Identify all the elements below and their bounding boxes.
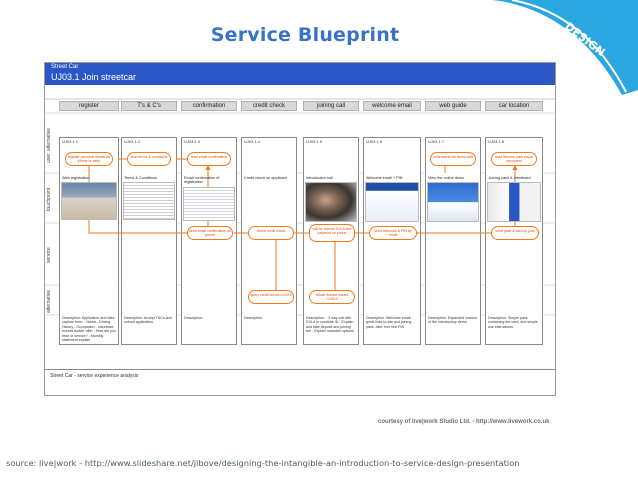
- pill-query-credit: query credit issues UJ03.5: [248, 290, 294, 304]
- touchpoint-label: Welcome email + PIN: [366, 176, 403, 180]
- pill-welcome-email: send welcome & PIN by email: [369, 226, 417, 240]
- touchpoint-label: Joining pack & streetcard: [488, 176, 531, 180]
- col-head-credit-check: credit check: [241, 101, 297, 111]
- description-joining-call: Description: - 3 way call with DVLA to c…: [306, 316, 354, 334]
- pill-web-guide: understand full demo web: [430, 152, 476, 166]
- col-box-credit-check: [241, 137, 297, 345]
- courtesy-credit: courtesy of live|work Studio Ltd. - http…: [378, 419, 550, 425]
- description-confirmation: Description:: [184, 316, 203, 320]
- online-demo-thumbnail: [427, 182, 479, 222]
- touchpoint-label: View the online demo: [428, 176, 465, 180]
- col-head-joining-call: joining call: [303, 101, 359, 111]
- description-register: Description: Application and data captur…: [62, 316, 116, 343]
- pill-refuse-licence: refuse licence issues UJ03.6: [309, 290, 355, 304]
- blueprint-header-small: Street Car: [51, 64, 79, 70]
- slide-title: Service Blueprint: [210, 24, 400, 46]
- web-registration-photo: [61, 182, 117, 220]
- design-badge: DESIGN: [492, 0, 638, 95]
- journey-id: UJ03.1.4: [244, 139, 261, 144]
- pill-send-pack: send pack & card by post: [491, 226, 539, 240]
- pill-terms: read terms & conditions: [127, 152, 171, 166]
- joining-pack-photo: [487, 182, 541, 222]
- description-terms: Description: Accept T&Cs and submit appl…: [124, 316, 172, 325]
- journey-id: UJ03.1.8: [488, 139, 505, 144]
- col-box-car-location: [485, 137, 543, 345]
- journey-id: UJ03.1.1: [62, 139, 79, 144]
- blueprint-header-title: UJ03.1 Join streetcar: [51, 72, 137, 82]
- col-head-register: register: [59, 101, 119, 111]
- col-head-web-guide: web guide: [425, 101, 481, 111]
- col-head-confirmation: confirmation: [181, 101, 237, 111]
- pill-credit-check: check credit check: [248, 226, 294, 240]
- description-credit-check: Description:: [244, 316, 263, 320]
- col-head-terms: T's & C's: [121, 101, 177, 111]
- blueprint-header: Street Car UJ03.1 Join streetcar: [45, 63, 555, 85]
- col-box-welcome-email: [363, 137, 421, 345]
- description-welcome-email: Description: Welcome email - great links…: [366, 316, 413, 329]
- blueprint-footer: Street Car - service experience analysis: [44, 369, 556, 381]
- col-head-car-location: car location: [485, 101, 543, 111]
- touchpoint-label: Introduction call: [306, 176, 333, 180]
- introduction-call-photo: [305, 182, 357, 222]
- welcome-email-thumbnail: [365, 182, 419, 222]
- col-box-web-guide: [425, 137, 481, 345]
- pill-joining-call: call for checks DVLA and payment on phon…: [309, 224, 355, 242]
- col-box-terms: [121, 137, 177, 345]
- touchpoint-label: Web registration: [62, 176, 90, 180]
- service-blueprint: Street Car UJ03.1 Join streetcar alterna…: [44, 62, 556, 396]
- pill-confirmation-user: read email confirmation: [187, 152, 231, 166]
- pill-send-email: send email confirmation on phone: [187, 226, 233, 240]
- source-citation: source: live|work - http://www.slideshar…: [6, 458, 520, 468]
- journey-id: UJ03.1.3: [184, 139, 201, 144]
- terms-document-thumbnail: [123, 182, 175, 220]
- journey-id: UJ03.1.6: [366, 139, 383, 144]
- pill-register: register personal details (in phone or w…: [65, 152, 113, 166]
- flow-arrows: [88, 156, 540, 295]
- col-box-confirmation: [181, 137, 237, 345]
- col-head-welcome-email: welcome email: [363, 101, 421, 111]
- email-thumbnail: [183, 187, 235, 221]
- journey-id: UJ03.1.7: [428, 139, 445, 144]
- description-web-guide: Description: Expanded version of the int…: [428, 316, 477, 325]
- pill-car-location-user: read Service pack paper document: [491, 152, 537, 166]
- touchpoint-label: Email confirmation of registration: [184, 176, 220, 184]
- touchpoint-label: Credit check on applicant: [244, 176, 287, 180]
- journey-id: UJ03.1.5: [306, 139, 323, 144]
- journey-id: UJ03.1.2: [124, 139, 141, 144]
- touchpoint-label: Terms & Conditions: [124, 176, 157, 180]
- description-car-location: Description: Simple pack containing the …: [488, 316, 538, 329]
